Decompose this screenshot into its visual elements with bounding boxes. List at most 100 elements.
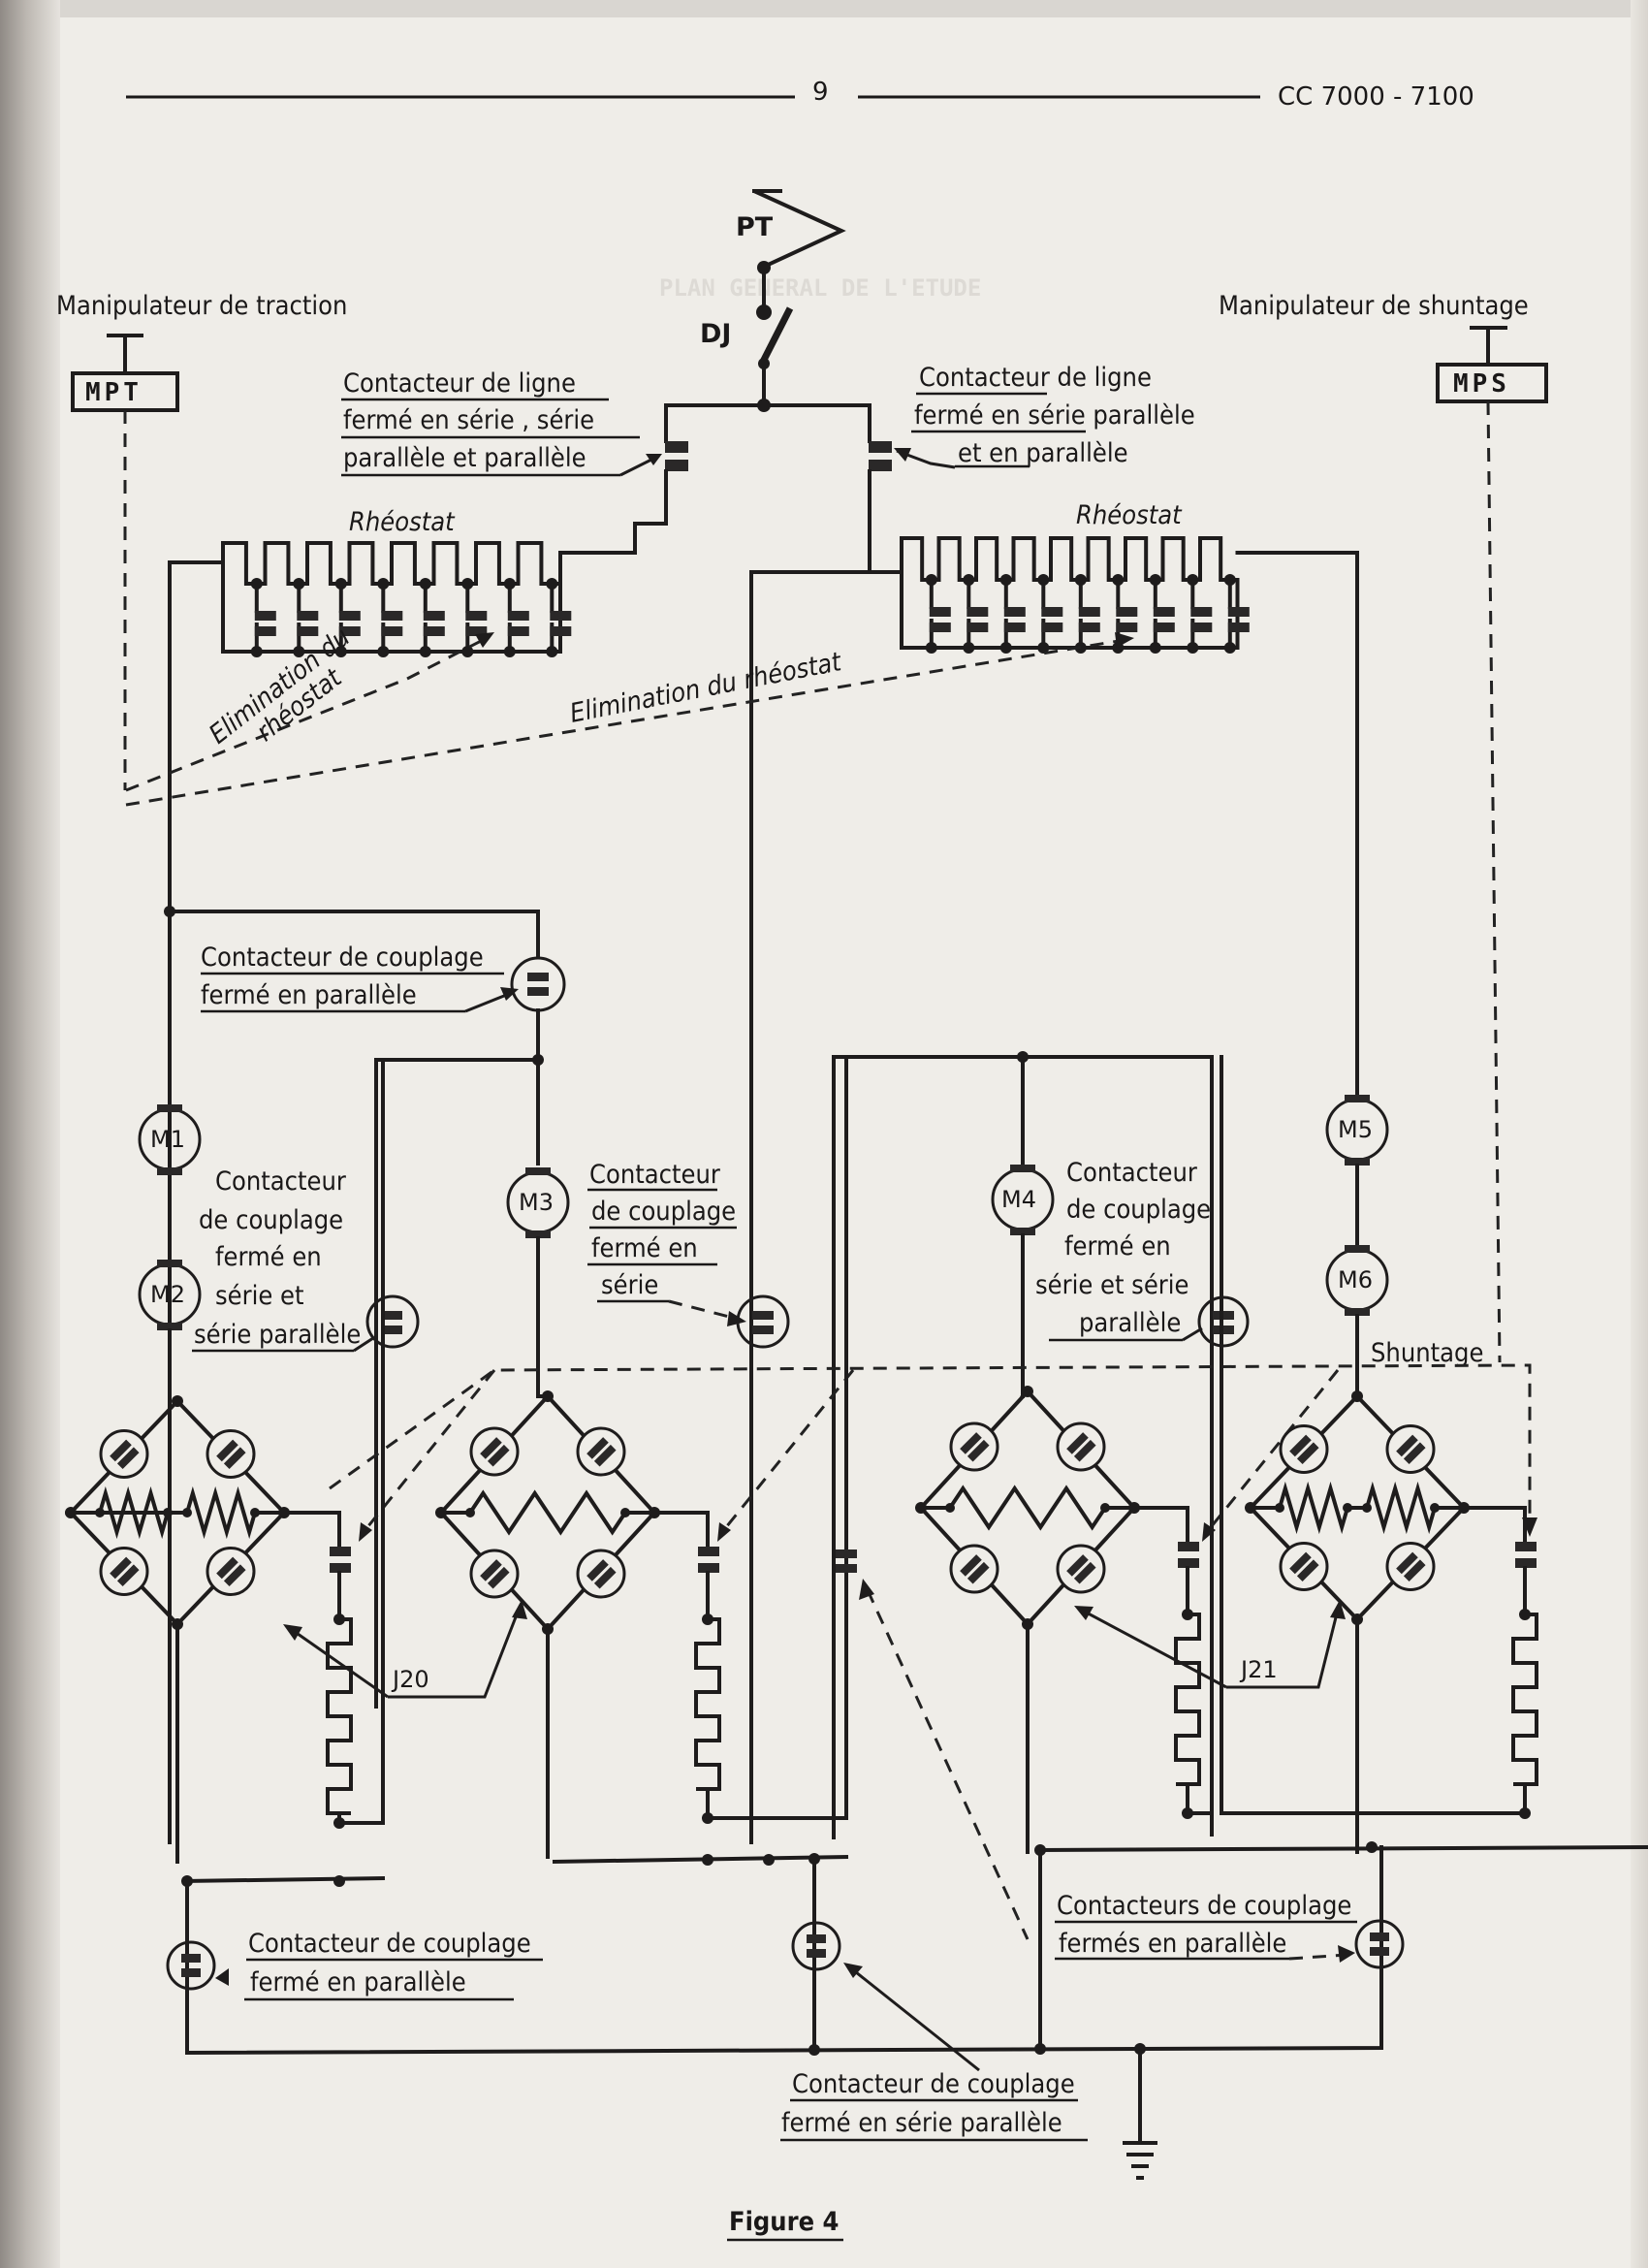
svg-text:et en parallèle: et en parallèle [958, 438, 1128, 468]
rheostat-contactor-lower [550, 626, 572, 636]
shunting-label: Shuntage [1371, 1338, 1483, 1368]
shunt-contactor-lower [330, 1563, 351, 1573]
arrow-icon [1330, 1600, 1346, 1619]
svg-text:Contacteur: Contacteur [215, 1166, 346, 1197]
grid-resistor-icon [1174, 1613, 1201, 1815]
junction-node [1351, 1390, 1363, 1402]
relay-j20-label: J20 [391, 1666, 429, 1693]
coupling-contactor-series-m1m2 [365, 1294, 420, 1349]
relay-j21-label: J21 [1239, 1656, 1278, 1683]
arrow-icon [283, 1624, 302, 1641]
shunting-controller-box [1436, 363, 1548, 403]
branch-m3: M3 Contacteur de couplage fermé en série [506, 1160, 790, 1398]
svg-text:Contacteur de couplage: Contacteur de couplage [248, 1929, 531, 1959]
arrow-icon [1115, 632, 1134, 648]
coupling-contactor-bottom-center [791, 1921, 841, 1971]
svg-text:série et série: série et série [1035, 1270, 1188, 1300]
coupling-contactor-bottom-right [1354, 1919, 1405, 1969]
grid-resistor-icon [694, 1617, 721, 1820]
shunt-contactor-upper [330, 1547, 351, 1556]
bridge-contactor-icon [576, 1549, 626, 1599]
svg-text:M5: M5 [1338, 1116, 1373, 1143]
rheostat-contactor-upper [1078, 607, 1100, 617]
rheostat-contactor-upper [929, 607, 951, 617]
rheostat-right: Rhéostat [749, 500, 1359, 1098]
arrow-icon [859, 1579, 874, 1600]
grid-resistor-icon [1511, 1613, 1538, 1815]
svg-text:de couplage: de couplage [199, 1205, 343, 1235]
bridge-contactor-icon [469, 1426, 520, 1477]
svg-text:Contacteur de ligne: Contacteur de ligne [919, 363, 1152, 393]
svg-text:de couplage: de couplage [591, 1197, 736, 1227]
ghost-line: PLAN GENERAL DE L'ETUDE [659, 274, 981, 302]
svg-text:fermé en série , série: fermé en série , série [343, 405, 594, 435]
rheostat-contactor-lower [1190, 623, 1213, 632]
svg-text:fermé en: fermé en [1064, 1231, 1171, 1262]
rheostat-contactor-upper [1227, 607, 1250, 617]
shunt-contactor-lower [698, 1563, 719, 1573]
coupling-contactor-bottom-left [166, 1940, 216, 1991]
rheostat-contactor-lower [381, 626, 403, 636]
rheostat-contactor-upper [297, 611, 319, 621]
pantograph-icon [752, 189, 846, 270]
shunt-contactor-upper [1178, 1542, 1199, 1551]
shunt-contactor-upper [1515, 1542, 1537, 1551]
svg-text:fermé en parallèle: fermé en parallèle [201, 980, 417, 1010]
rheostat-contactor-upper [1190, 607, 1213, 617]
field-resistor-icon [1249, 1481, 1466, 1535]
svg-text:fermé en parallèle: fermé en parallèle [250, 1967, 466, 1997]
bottom-left-contactor-label: Contacteur de couplage fermé en parallèl… [215, 1929, 543, 2001]
rheostat-contactor-lower [1227, 623, 1250, 632]
relay-j21: J21 [1074, 1600, 1346, 1689]
svg-text:fermé en: fermé en [215, 1242, 322, 1272]
bridge-contactor-icon [949, 1421, 999, 1472]
rheostat-contactor-lower [1153, 623, 1175, 632]
branch-m5-m6: M5 M6 Shuntage [1325, 1094, 1483, 1398]
svg-text:fermé en série parallèle: fermé en série parallèle [781, 2108, 1062, 2138]
rheostat-contactor-upper [1153, 607, 1175, 617]
traction-controller: Manipulateur de traction MPT [56, 291, 347, 790]
rheostat-contactor-upper [1041, 607, 1063, 617]
line-contactor-right-lower [869, 460, 892, 471]
rheostat-contactor-lower [338, 626, 361, 636]
rheostat-contactor-lower [254, 626, 276, 636]
svg-text:M3: M3 [519, 1189, 554, 1216]
shunting-controller: Manipulateur de shuntage MPS [1219, 291, 1548, 1363]
svg-text:série: série [601, 1270, 658, 1300]
svg-text:Contacteur: Contacteur [589, 1160, 720, 1190]
svg-text:Contacteur de ligne: Contacteur de ligne [343, 368, 576, 399]
elimination-right-label: Elimination du rhéostat [567, 647, 844, 729]
rheostat-contactor-lower [1116, 623, 1138, 632]
bridge-contactor-icon [1056, 1421, 1106, 1472]
coupling-contactor-center-upper [836, 1549, 857, 1558]
svg-text:parallèle: parallèle [1079, 1308, 1181, 1338]
shunting-controller-box-label: MPS [1453, 369, 1510, 399]
bridge-contactor-icon [1385, 1424, 1436, 1474]
circuit-breaker-label: DJ [700, 319, 731, 349]
arrow-icon [1074, 1606, 1093, 1620]
rheostat-contactor-upper [423, 611, 445, 621]
ground-icon [1123, 2141, 1157, 2180]
line-contactor-left-upper [665, 441, 688, 453]
svg-text:M1: M1 [150, 1126, 185, 1153]
line-contactor-right-label: Contacteur de ligne fermé en série paral… [894, 363, 1195, 469]
rheostat-contactor-upper [465, 611, 488, 621]
shunt-contactor-lower [1515, 1558, 1537, 1568]
rheostat-contactor-upper [254, 611, 276, 621]
grid-resistor-icon [326, 1617, 353, 1825]
coupling-contactor-center-lower [836, 1564, 857, 1573]
rheostat-left-label: Rhéostat [349, 507, 456, 537]
bridge-contactor-icon [99, 1429, 149, 1479]
svg-text:Contacteur: Contacteur [1066, 1158, 1197, 1188]
arrow-icon [215, 1968, 229, 1986]
rheostat-bypass-bus [900, 578, 1240, 650]
branch-m1-m2: Contacteur de couplage fermé en parallèl… [138, 906, 566, 1709]
svg-text:fermés en parallèle: fermés en parallèle [1059, 1929, 1286, 1959]
shunt-contactor-upper [698, 1547, 719, 1556]
rheostat-contactor-lower [967, 623, 989, 632]
svg-text:série et: série et [215, 1281, 303, 1311]
svg-text:parallèle et parallèle: parallèle et parallèle [343, 443, 586, 473]
svg-text:série parallèle: série parallèle [194, 1320, 361, 1350]
page-top-edge [0, 0, 1648, 17]
document-reference: CC 7000 - 7100 [1278, 82, 1474, 112]
